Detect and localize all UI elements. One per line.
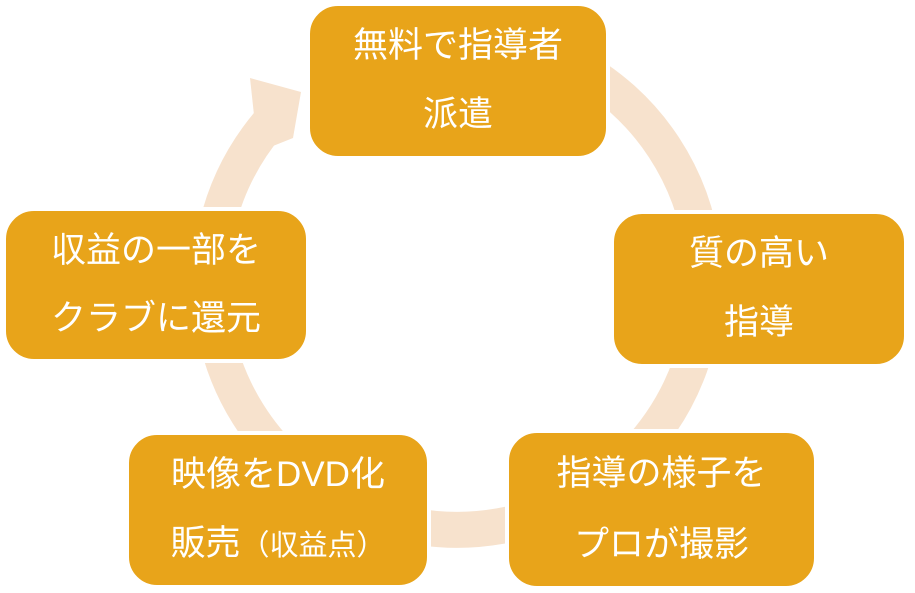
step-label-line: プロが撮影 (573, 524, 749, 564)
step-label-line: 指導の様子を (556, 454, 767, 494)
step-label-line: 無料で指導者 (352, 26, 563, 66)
center-white-square (343, 205, 571, 423)
cycle-step-box-top: 無料で指導者 派遣 (306, 2, 610, 160)
clockwise-arrow-head-icon (250, 78, 301, 152)
step-label-line: 収益の一部を (50, 230, 261, 270)
step-label-paren: （収益点） (240, 530, 386, 563)
step-label-line: 派遣 (422, 95, 493, 135)
step-label-line: 販売（収益点） (170, 524, 385, 564)
step-label-line: 指導 (723, 303, 794, 343)
step-label-line: 質の高い (688, 234, 829, 274)
step-label-line: クラブに還元 (50, 298, 261, 338)
step-label-main: 販売 (170, 524, 241, 564)
cycle-step-box-bottom-left: 映像をDVD化 販売（収益点） (125, 431, 431, 589)
cycle-step-box-right: 質の高い 指導 (610, 210, 908, 368)
cycle-step-box-bottom-right: 指導の様子を プロが撮影 (505, 429, 818, 590)
cycle-step-box-left: 収益の一部を クラブに還元 (2, 207, 310, 363)
step-label-line: 映像をDVD化 (171, 455, 385, 495)
